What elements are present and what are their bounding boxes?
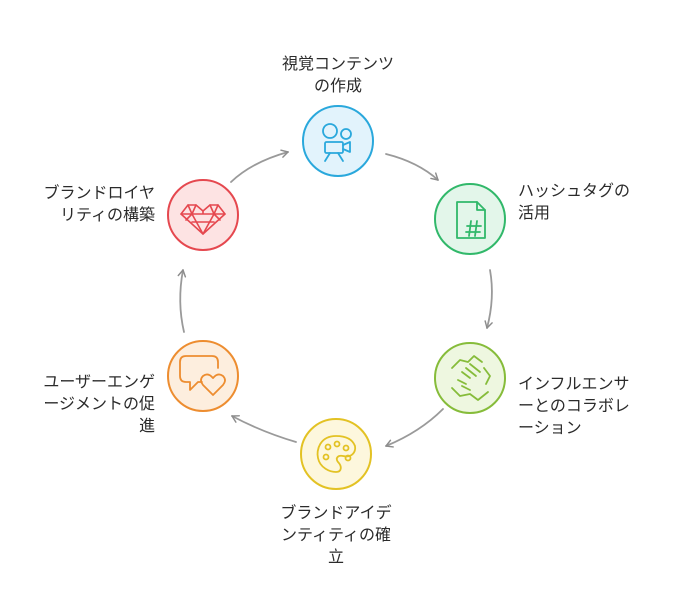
- handshake-icon: [451, 355, 491, 401]
- node-engagement: [167, 340, 239, 412]
- hashtag-document-icon: [456, 201, 486, 239]
- arrow-loyalty-to-visual: [230, 149, 289, 183]
- arrow-visual-to-hashtag: [385, 153, 439, 181]
- node-hashtag: [434, 183, 506, 255]
- node-loyalty: [167, 179, 239, 251]
- palette-icon: [316, 435, 357, 473]
- label-brand-identity: ブランドアイデ ンティティの確 立: [280, 503, 392, 566]
- node-visual-content: [302, 105, 374, 177]
- node-influencer: [434, 342, 506, 414]
- label-loyalty: ブランドロイヤ リティの構築: [43, 183, 155, 224]
- arrow-engagement-to-loyalty: [177, 269, 187, 333]
- chat-heart-icon: [179, 355, 226, 396]
- node-brand-identity: [300, 418, 372, 490]
- label-influencer: インフルエンサ ーとのコラボレ ーション: [518, 374, 630, 437]
- label-hashtag: ハッシュタグの 活用: [518, 181, 631, 222]
- arrow-influencer-to-brand-identity: [385, 408, 444, 448]
- label-visual-content: 視覚コンテンツ の作成: [281, 54, 394, 95]
- arrow-hashtag-to-influencer: [484, 269, 493, 329]
- video-camera-icon: [322, 123, 352, 162]
- arrow-brand-identity-to-engagement: [231, 415, 297, 443]
- label-engagement: ユーザーエンゲ ージメントの促 進: [43, 372, 155, 435]
- heart-mesh-icon: [180, 204, 226, 235]
